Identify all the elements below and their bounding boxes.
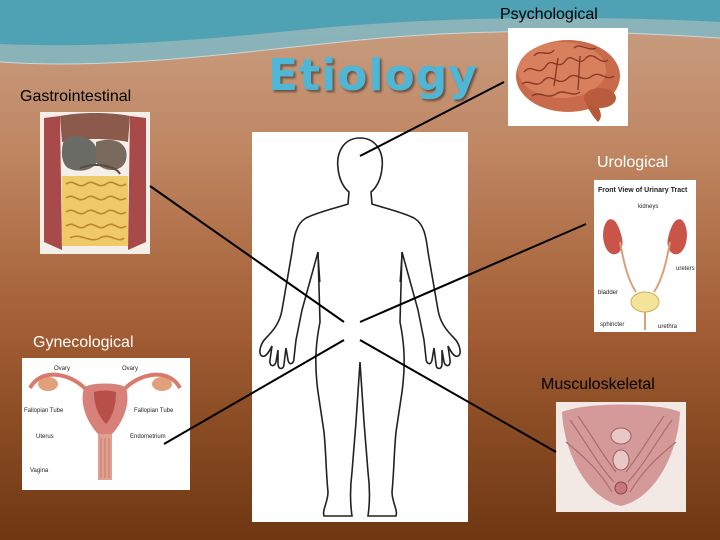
pelvic-floor-muscles-image	[556, 402, 686, 512]
repro-label-endometrium: Endometrium	[130, 434, 166, 440]
label-urological: Urological	[597, 154, 669, 171]
repro-label-fallopian-right: Fallopian Tube	[134, 408, 174, 414]
urinary-tract-diagram: Front View of Urinary Tract kidneys uret…	[598, 187, 695, 330]
repro-label-ovary-right: Ovary	[122, 366, 138, 372]
body-outline-image	[252, 132, 468, 522]
pelvic-muscles-icon	[556, 402, 686, 512]
repro-label-fallopian-left: Fallopian Tube	[24, 408, 64, 414]
urinary-label-ureters: ureters	[676, 266, 695, 272]
reproductive-organs-image: Ovary Ovary Fallopian Tube Fallopian Tub…	[22, 358, 190, 490]
repro-label-ovary-left: Ovary	[54, 366, 70, 372]
header-wave-decoration	[0, 0, 720, 65]
slide-title: Etiology	[268, 50, 478, 101]
body-outline-figure	[259, 137, 461, 517]
intestines-icon	[40, 112, 150, 254]
urinary-tract-image: Front View of Urinary Tract kidneys uret…	[594, 180, 696, 332]
brain-icon	[516, 40, 620, 122]
urinary-heading: Front View of Urinary Tract	[598, 187, 688, 194]
urinary-label-sphincter: sphincter	[600, 322, 624, 328]
label-gastrointestinal: Gastrointestinal	[20, 88, 132, 105]
repro-label-uterus: Uterus	[36, 434, 54, 440]
label-psychological: Psychological	[500, 6, 598, 23]
label-gynecological: Gynecological	[33, 334, 134, 351]
brain-image	[508, 28, 628, 126]
urinary-label-bladder: bladder	[598, 290, 618, 296]
urinary-label-urethra: urethra	[658, 324, 678, 330]
urinary-label-kidneys: kidneys	[638, 204, 658, 210]
uterus-diagram: Ovary Ovary Fallopian Tube Fallopian Tub…	[24, 366, 182, 480]
label-musculoskeletal: Musculoskeletal	[541, 376, 655, 393]
repro-label-vagina: Vagina	[30, 468, 49, 474]
digestive-organs-image	[40, 112, 150, 254]
